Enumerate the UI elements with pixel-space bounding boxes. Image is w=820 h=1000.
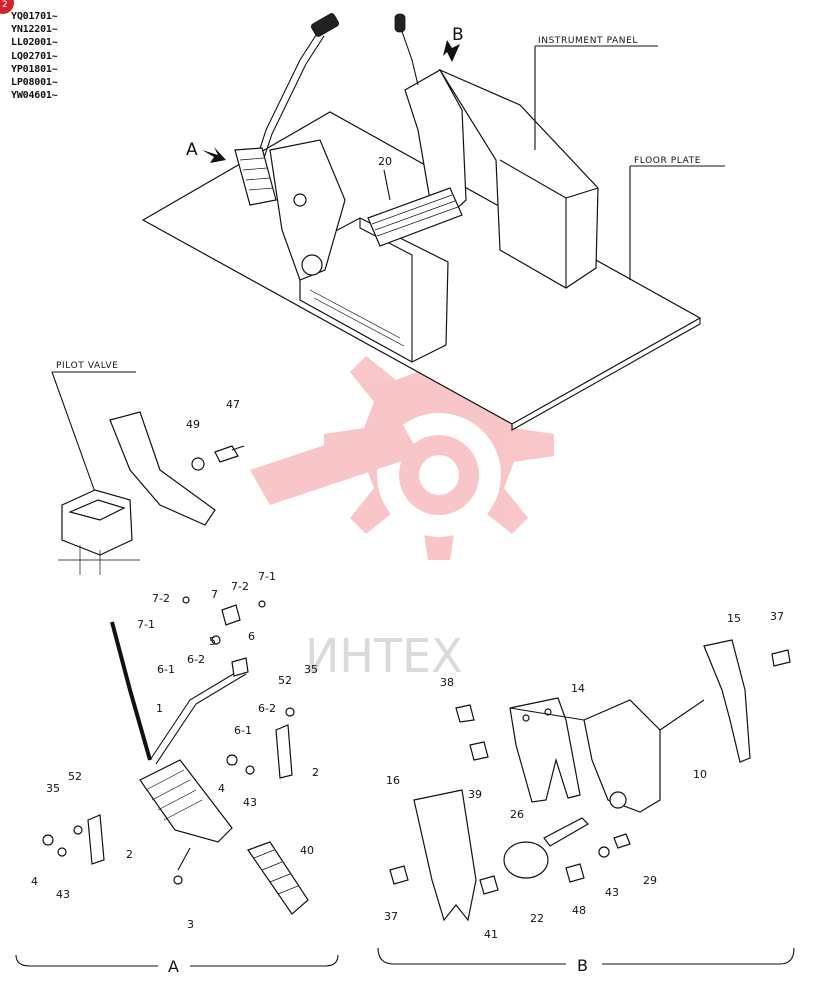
serial-number-list: YQ01701~ YN12201~ LL02001~ LQ02701~ YP01… xyxy=(11,10,58,102)
callout-14: 14 xyxy=(571,682,585,695)
callout-2a: 2 xyxy=(312,766,319,779)
callout-35b: 35 xyxy=(46,782,60,795)
view-a-arrow-icon xyxy=(202,147,226,163)
view-a-arrow-label: A xyxy=(186,140,198,160)
callout-6-2b: 6-2 xyxy=(258,702,276,715)
callout-16: 16 xyxy=(386,774,400,787)
bracket-15 xyxy=(703,639,751,763)
pilot-valve-label: PILOT VALVE xyxy=(56,361,118,371)
callout-6: 6 xyxy=(248,630,255,643)
callout-7: 7 xyxy=(211,588,218,601)
serial-number: LP08001~ xyxy=(11,77,58,89)
pedal-a-plate xyxy=(139,759,233,843)
callout-20: 20 xyxy=(378,155,392,168)
callout-52a: 52 xyxy=(278,674,292,687)
callout-37a: 37 xyxy=(770,610,784,623)
callout-5: 5 xyxy=(209,635,216,648)
callout-43c: 43 xyxy=(605,886,619,899)
callout-43a: 43 xyxy=(243,796,257,809)
callout-22: 22 xyxy=(530,912,544,925)
callout-26: 26 xyxy=(510,808,524,821)
callout-6-1b: 6-1 xyxy=(234,724,252,737)
callout-29: 29 xyxy=(643,874,657,887)
callout-35a: 35 xyxy=(304,663,318,676)
callout-40: 40 xyxy=(300,844,314,857)
view-b-arrow-icon xyxy=(443,40,460,62)
callout-47: 47 xyxy=(226,398,240,411)
callout-7-1b: 7-1 xyxy=(137,618,155,631)
callout-15: 15 xyxy=(727,612,741,625)
page-corner-badge: 2 xyxy=(0,0,14,14)
callout-6-1a: 6-1 xyxy=(157,663,175,676)
callout-4a: 4 xyxy=(218,782,225,795)
serial-number: YN12201~ xyxy=(11,24,58,36)
callout-7-1a: 7-1 xyxy=(258,570,276,583)
section-a-label: A xyxy=(168,957,179,976)
callout-37b: 37 xyxy=(384,910,398,923)
callout-10: 10 xyxy=(693,768,707,781)
serial-number: YQ01701~ xyxy=(11,11,58,22)
callout-38: 38 xyxy=(440,676,454,689)
section-b-parts xyxy=(389,639,791,922)
pilot-valve-assembly: PILOT VALVE 49 47 xyxy=(51,361,245,575)
callout-52b: 52 xyxy=(68,770,82,783)
callout-1: 1 xyxy=(156,702,163,715)
callout-48: 48 xyxy=(572,904,586,917)
section-b-bracket xyxy=(377,947,566,965)
callout-6-2a: 6-2 xyxy=(187,653,205,666)
instrument-panel-label: INSTRUMENT PANEL xyxy=(538,36,638,46)
callout-7-2a: 7-2 xyxy=(152,592,170,605)
serial-number: LL02001~ xyxy=(11,37,58,49)
pedal-bracket-10 xyxy=(583,699,661,813)
callout-39: 39 xyxy=(468,788,482,801)
instrument-panel-box xyxy=(438,68,599,289)
floor-plate-label: FLOOR PLATE xyxy=(634,156,701,166)
lever-a-housing xyxy=(269,139,346,281)
callout-2b: 2 xyxy=(126,848,133,861)
slide-rail xyxy=(367,187,463,247)
pedal-a-top xyxy=(234,147,277,206)
callout-7-2b: 7-2 xyxy=(231,580,249,593)
pin-26 xyxy=(543,817,589,847)
washer-49 xyxy=(191,457,205,471)
callout-3: 3 xyxy=(187,918,194,931)
view-b-arrow-label: B xyxy=(452,25,464,45)
watermark-text: ИНТЕХ xyxy=(305,629,463,683)
serial-number: LQ02701~ xyxy=(11,50,58,62)
callout-43b: 43 xyxy=(56,888,70,901)
section-b-label: B xyxy=(577,956,588,975)
pedal-40 xyxy=(247,841,309,915)
bracket-14 xyxy=(509,697,581,803)
section-a-bracket xyxy=(15,954,158,967)
pilot-pedal-plate xyxy=(109,411,216,526)
callout-4b: 4 xyxy=(31,875,38,888)
serial-number: YP01801~ xyxy=(11,63,58,75)
section-a-parts xyxy=(42,596,309,915)
callout-41: 41 xyxy=(484,928,498,941)
serial-number: YW04601~ xyxy=(11,90,58,102)
callout-49: 49 xyxy=(186,418,200,431)
plate-22 xyxy=(503,841,549,879)
badge-number: 2 xyxy=(2,0,8,10)
bracket-16 xyxy=(413,789,477,922)
floor-plate-assembly xyxy=(141,13,702,431)
